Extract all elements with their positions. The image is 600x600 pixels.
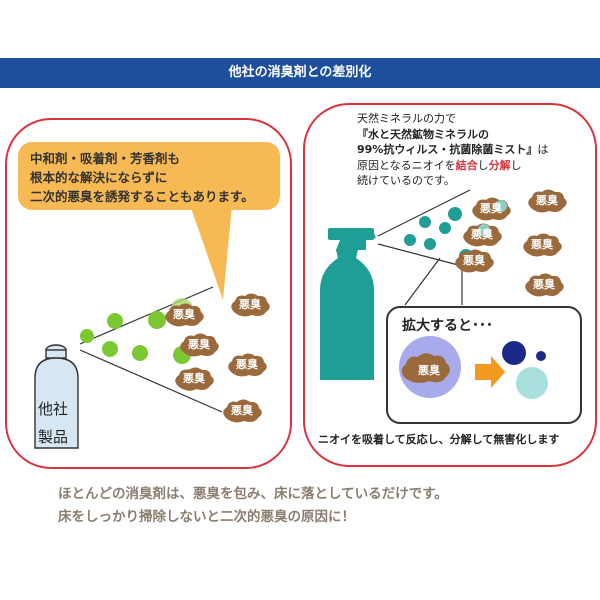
teal-droplet (439, 222, 451, 234)
odor-in-zoom (401, 353, 450, 383)
teal-droplet (419, 216, 431, 228)
zoom-pointer-line (404, 257, 441, 306)
spray-line-lower (377, 243, 463, 267)
odor-cloud: 悪臭 (172, 366, 216, 392)
speech-callout (18, 142, 280, 210)
odor-cloud: 悪臭 (162, 302, 206, 328)
title-banner: 他社の消臭剤との差別化 (0, 58, 600, 88)
spray-can (34, 357, 79, 449)
green-droplet (132, 345, 148, 361)
spray-line-lower (79, 349, 223, 413)
odor-cloud: 悪臭 (520, 232, 564, 258)
callout-text: 中和剤・吸着剤・芳香剤も 根本的な解決にならずに 二次的悪臭を誘発することもあり… (30, 151, 254, 204)
green-droplet (148, 311, 166, 329)
odor-cloud: 悪臭 (460, 222, 504, 248)
green-droplet (107, 313, 123, 329)
bottom-line-1: ほとんどの消臭剤は、悪臭を包み、床に落としているだけです。 (58, 486, 448, 502)
teal-droplet (404, 234, 416, 246)
odor-cloud: 悪臭 (522, 272, 566, 298)
navy-particle-small (536, 351, 546, 361)
page-title: 他社の消臭剤との差別化 (228, 65, 372, 80)
zoom-title: 拡大すると･･･ (402, 318, 493, 334)
teal-droplet (424, 238, 436, 250)
right-description: 天然ミネラルの力で 『水と天然鉱物ミネラルの 99%抗ウィルス・抗菌除菌ミスト』… (357, 112, 549, 187)
can-label-1: 他社 (38, 400, 69, 418)
navy-particle (502, 341, 526, 365)
odor-cloud: 悪臭 (452, 248, 496, 274)
odor-cloud: 悪臭 (225, 352, 269, 378)
odor-cloud: 悪臭 (220, 398, 264, 424)
spray-line-upper (79, 286, 214, 345)
teal-droplet (448, 207, 462, 221)
right-caption: ニオイを吸着して反応し、分解して無害化します (318, 433, 560, 446)
spray-bottle (320, 228, 376, 380)
green-droplet (102, 341, 118, 357)
zoom-odor-label: 悪臭 (418, 364, 440, 377)
spray-line-upper (377, 189, 471, 237)
odor-cloud: 悪臭 (525, 188, 569, 214)
arrow-icon (475, 356, 505, 388)
odor-cloud: 悪臭 (228, 292, 272, 318)
can-label-2: 製品 (38, 428, 69, 446)
teal-particle (516, 367, 548, 399)
odor-cloud: 悪臭 (177, 332, 221, 358)
green-droplet (80, 329, 94, 343)
odor-cloud: 悪臭 (469, 196, 513, 222)
bottom-line-2: 床をしっかり掃除しないと二次的悪臭の原因に！ (58, 509, 355, 525)
